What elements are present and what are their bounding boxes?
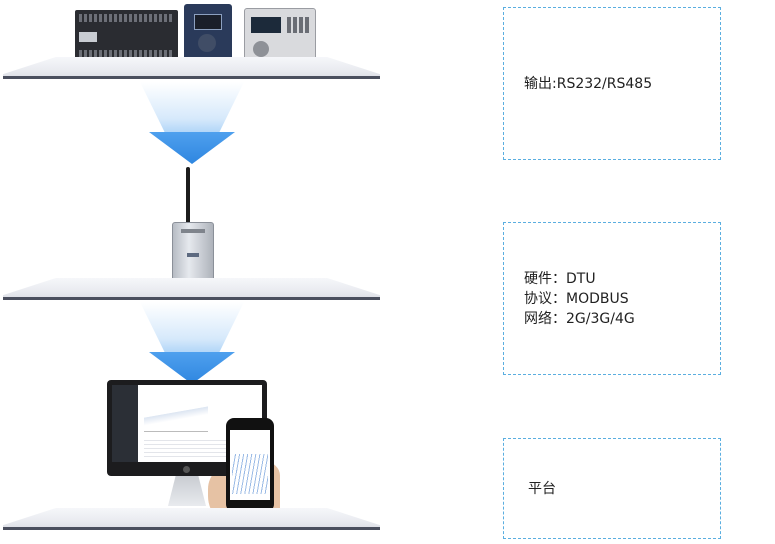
protocol-label: 协议：MODBUS [524,290,629,307]
instrument-device [244,8,316,64]
apple-logo-icon [183,466,190,473]
platform-level-1 [3,57,380,79]
down-arrow-1 [140,82,244,164]
antenna [186,167,190,225]
diagram-stage [3,4,380,530]
inverter-device [184,4,232,64]
network-label: 网络：2G/3G/4G [524,310,635,327]
down-arrow-2 [140,302,244,384]
box-platform: 平台 [503,438,721,539]
box-output: 输出:RS232/RS485 [503,7,721,160]
platform-level-3 [3,508,380,530]
output-label: 输出:RS232/RS485 [524,75,653,92]
platform-label: 平台 [528,480,556,497]
phone [226,418,274,512]
platform-level-2 [3,278,380,300]
monitor-stand [168,476,206,506]
plc-device [75,10,178,62]
hardware-label: 硬件：DTU [524,270,596,287]
dtu-device [172,222,214,284]
box-dtu: 硬件：DTU 协议：MODBUS 网络：2G/3G/4G [503,222,721,375]
